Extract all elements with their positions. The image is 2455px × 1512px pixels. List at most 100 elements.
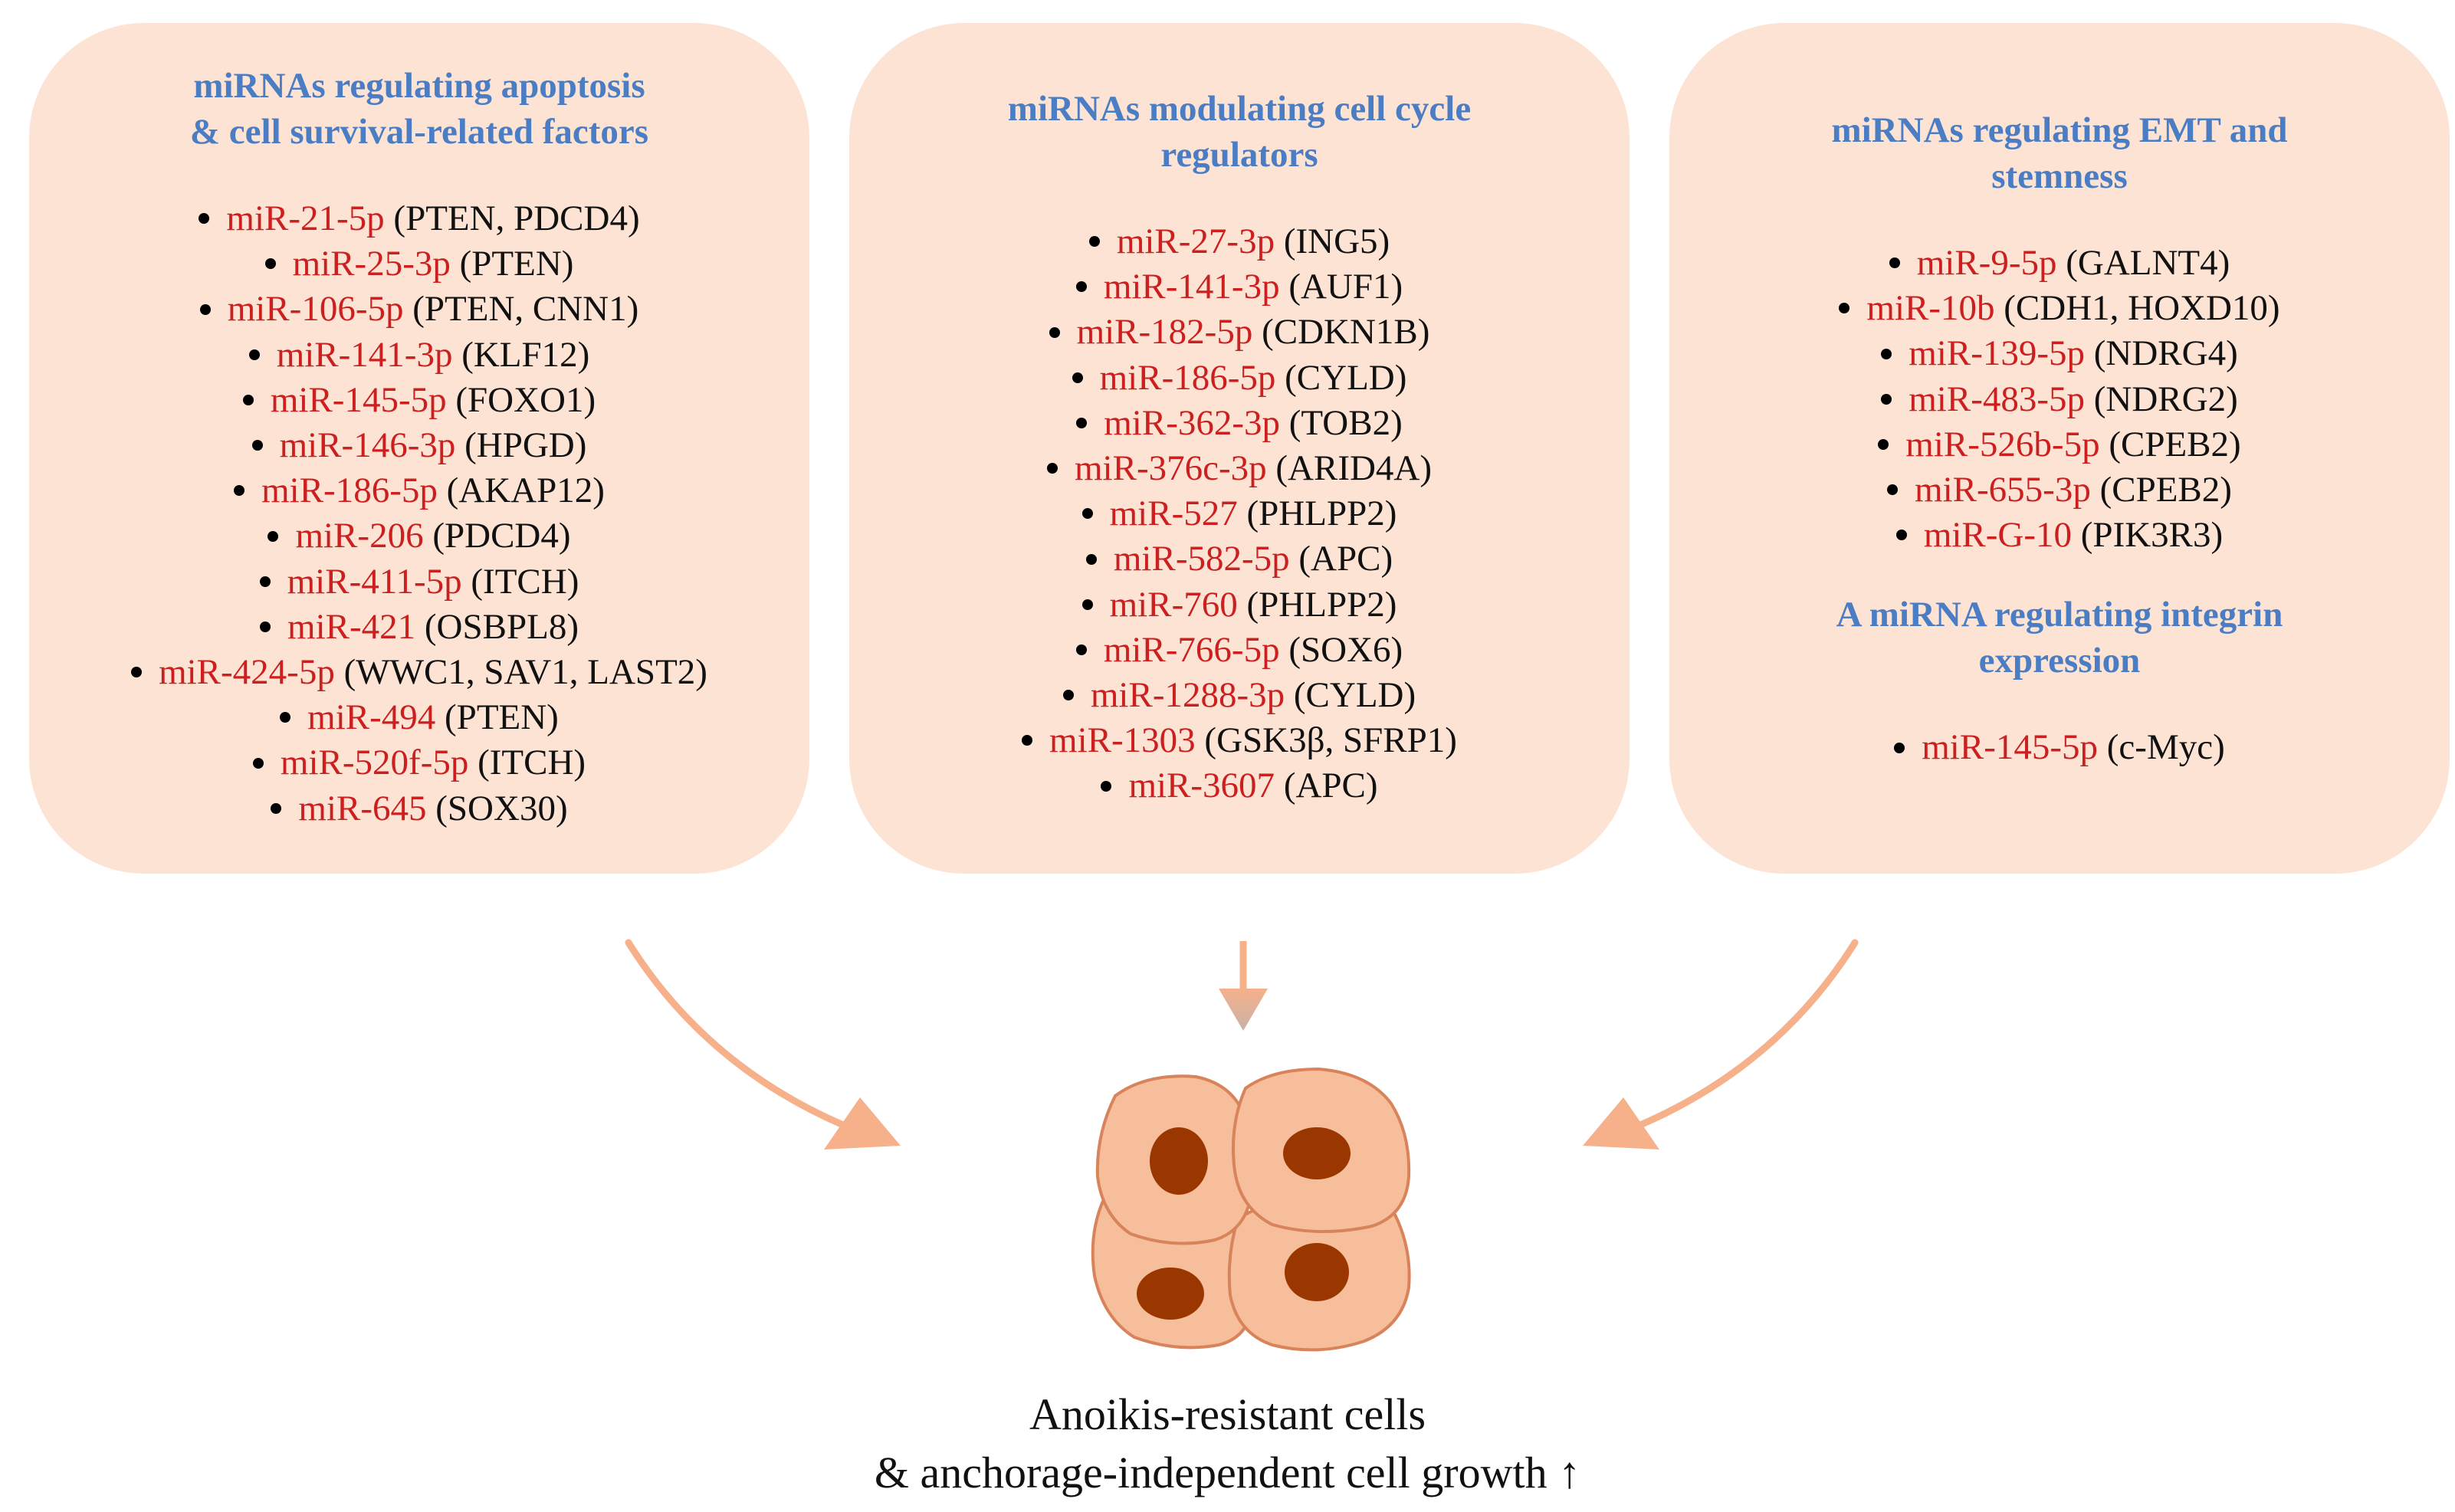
mirna-item: miR-27-3p (ING5) (849, 219, 1630, 264)
mirna-target: (c-Myc) (2106, 727, 2225, 768)
mirna-name: miR-139-5p (1909, 333, 2086, 374)
mirna-item: miR-106-5p (PTEN, CNN1) (29, 287, 809, 332)
mirna-item: miR-186-5p (CYLD) (849, 356, 1630, 401)
mirna-name: miR-645 (298, 788, 427, 828)
mirna-target: (SOX6) (1288, 629, 1403, 670)
mirna-target: (ARID4A) (1275, 448, 1433, 489)
mirna-item: miR-21-5p (PTEN, PDCD4) (29, 196, 809, 241)
mirna-name: miR-655-3p (1915, 470, 2091, 510)
bullet-icon (1881, 393, 1892, 405)
mirna-name: miR-424-5p (159, 652, 335, 693)
mirna-item: miR-1288-3p (CYLD) (849, 673, 1630, 718)
mirna-target: (SOX30) (435, 788, 568, 828)
mirna-name: miR-362-3p (1104, 402, 1281, 443)
heading-line: miRNAs regulating apoptosis (193, 66, 645, 106)
mirna-list: miR-21-5p (PTEN, PDCD4)miR-25-3p (PTEN)m… (29, 196, 809, 831)
mirna-item: miR-760 (PHLPP2) (849, 582, 1630, 628)
mirna-target: (OSBPL8) (424, 606, 579, 647)
bullet-icon (1062, 690, 1074, 701)
mirna-item: miR-3607 (APC) (849, 763, 1630, 808)
heading-line: miRNAs modulating cell cycle (1007, 89, 1472, 129)
mirna-target: (NDRG4) (2093, 333, 2238, 374)
bullet-icon (1046, 463, 1058, 474)
bullet-icon (199, 213, 210, 225)
mirna-name: miR-421 (287, 606, 416, 647)
bullet-icon (248, 349, 260, 360)
panel-heading: miRNAs regulating apoptosis & cell survi… (29, 63, 809, 155)
mirna-name: miR-141-3p (1103, 267, 1280, 307)
mirna-name: miR-520f-5p (280, 743, 469, 783)
mirna-target: (CDH1, HOXD10) (2004, 288, 2280, 329)
mirna-item: miR-145-5p (FOXO1) (29, 378, 809, 423)
bullet-icon (1887, 484, 1899, 496)
mirna-name: miR-494 (307, 697, 436, 738)
mirna-name: miR-145-5p (270, 379, 447, 420)
mirna-name: miR-106-5p (227, 289, 404, 330)
bullet-icon (260, 622, 271, 633)
mirna-name: miR-9-5p (1916, 243, 2057, 283)
mirna-name: miR-145-5p (1922, 727, 2099, 768)
caption: Anoikis-resistant cells & anchorage-inde… (0, 1386, 2455, 1502)
mirna-item: miR-645 (SOX30) (29, 786, 809, 831)
mirna-list: miR-27-3p (ING5)miR-141-3p (AUF1)miR-182… (849, 219, 1630, 809)
mirna-target: (CPEB2) (2109, 424, 2241, 464)
mirna-target: (PTEN) (459, 244, 574, 284)
mirna-item: miR-G-10 (PIK3R3) (1669, 513, 2450, 558)
mirna-item: miR-206 (PDCD4) (29, 513, 809, 559)
bullet-icon (1049, 326, 1060, 338)
mirna-target: (PTEN) (445, 697, 559, 738)
arrow-left (625, 939, 901, 1150)
mirna-item: miR-527 (PHLPP2) (849, 491, 1630, 536)
mirna-item: miR-1303 (GSK3β, SFRP1) (849, 718, 1630, 763)
mirna-target: (CPEB2) (2099, 470, 2232, 510)
mirna-target: (PHLPP2) (1246, 494, 1397, 534)
mirna-name: miR-376c-3p (1074, 448, 1267, 489)
mirna-target: (PDCD4) (432, 516, 571, 556)
mirna-name: miR-186-5p (261, 471, 438, 511)
bullet-icon (131, 667, 143, 678)
mirna-item: miR-766-5p (SOX6) (849, 628, 1630, 673)
bullet-icon (1088, 236, 1100, 248)
bullet-icon (1101, 780, 1112, 792)
mirna-name: miR-1303 (1049, 720, 1196, 761)
mirna-name: miR-582-5p (1113, 539, 1290, 579)
mirna-target: (TOB2) (1288, 402, 1403, 443)
mirna-name: miR-1288-3p (1090, 675, 1285, 716)
mirna-name: miR-G-10 (1923, 515, 2073, 556)
mirna-item: miR-582-5p (APC) (849, 536, 1630, 582)
mirna-target: (HPGD) (464, 425, 587, 466)
panel-subheading: A miRNA regulating integrin expression (1669, 592, 2450, 684)
mirna-list: miR-9-5p (GALNT4)miR-10b (CDH1, HOXD10)m… (1669, 241, 2450, 558)
mirna-target: (APC) (1283, 766, 1378, 806)
bullet-icon (1889, 257, 1900, 269)
bullet-icon (1085, 553, 1097, 565)
heading-line: regulators (1160, 135, 1318, 175)
mirna-target: (PHLPP2) (1246, 584, 1397, 625)
nucleus-bottom-right (1285, 1243, 1349, 1301)
mirna-item: miR-520f-5p (ITCH) (29, 740, 809, 786)
panel-apoptosis: miRNAs regulating apoptosis & cell survi… (29, 23, 809, 874)
mirna-list: miR-145-5p (c-Myc) (1669, 725, 2450, 770)
mirna-item: miR-424-5p (WWC1, SAV1, LAST2) (29, 650, 809, 695)
mirna-item: miR-139-5p (NDRG4) (1669, 331, 2450, 376)
cell-cluster (1091, 1067, 1411, 1352)
nucleus-top-left (1150, 1127, 1208, 1195)
heading-line: expression (1978, 641, 2141, 681)
mirna-name: miR-411-5p (287, 561, 462, 602)
mirna-target: (CYLD) (1285, 357, 1407, 398)
mirna-item: miR-145-5p (c-Myc) (1669, 725, 2450, 770)
mirna-item: miR-526b-5p (CPEB2) (1669, 422, 2450, 467)
bullet-icon (1076, 418, 1088, 429)
mirna-item: miR-10b (CDH1, HOXD10) (1669, 286, 2450, 331)
mirna-item: miR-411-5p (ITCH) (29, 559, 809, 605)
mirna-item: miR-141-3p (AUF1) (849, 264, 1630, 310)
mirna-target: (CYLD) (1293, 675, 1416, 716)
bullet-icon (1081, 599, 1093, 610)
panel-emt-stemness: miRNAs regulating EMT and stemness miR-9… (1669, 23, 2450, 874)
mirna-item: miR-655-3p (CPEB2) (1669, 467, 2450, 513)
bullet-icon (251, 440, 263, 451)
arrow-right (1583, 939, 1859, 1150)
bullet-icon (242, 395, 254, 406)
mirna-target: (NDRG2) (2093, 379, 2238, 419)
